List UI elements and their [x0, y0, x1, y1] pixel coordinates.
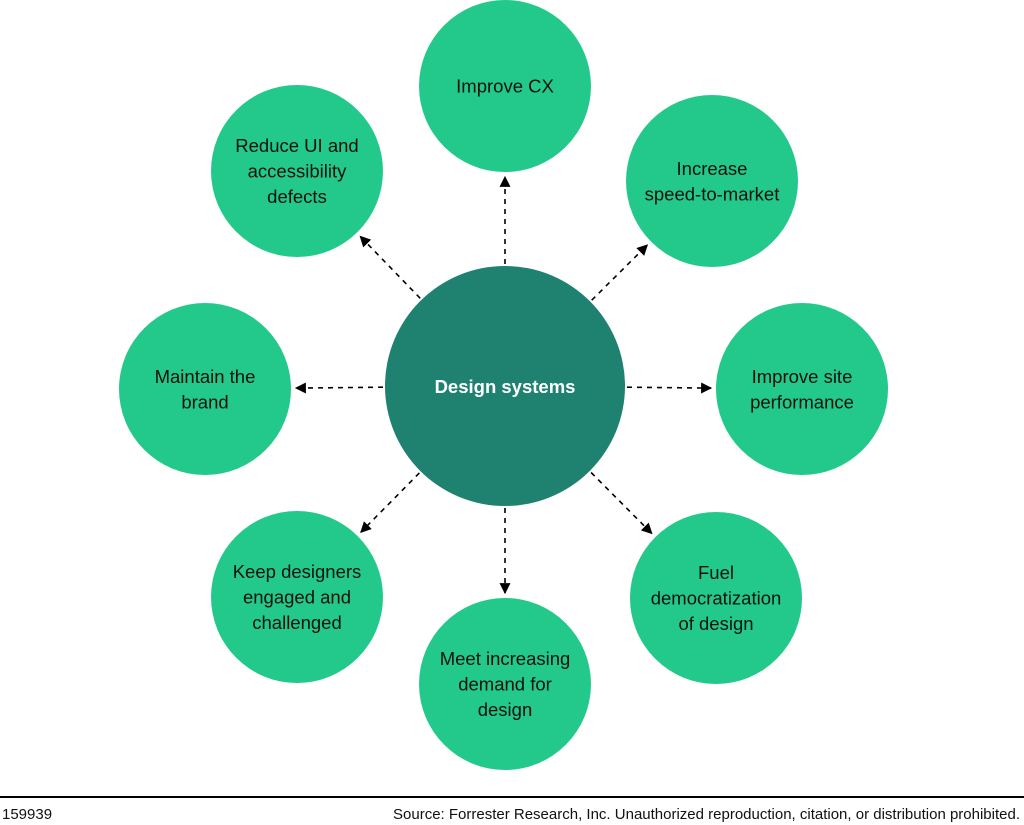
- node-label: design: [478, 699, 533, 720]
- node-label: democratization: [651, 588, 782, 609]
- node-circle: [716, 303, 888, 475]
- node-label: Improve CX: [456, 76, 554, 97]
- arrow-fuel-democratization: [590, 471, 653, 535]
- node-fuel-democratization: Fuel democratization of design: [630, 512, 802, 684]
- node-label: Improve site: [752, 366, 853, 387]
- node-label: accessibility: [248, 161, 347, 182]
- outcome-nodes: Improve CX Increase speed-to-marketImprove…: [119, 0, 888, 770]
- node-label: challenged: [252, 612, 342, 633]
- node-label: Increase: [677, 158, 748, 179]
- design-systems-diagram: Improve CX Increase speed-to-marketImprove…: [119, 0, 888, 770]
- arrow-improve-site-performance: [626, 382, 713, 394]
- node-label: performance: [750, 391, 854, 412]
- node-label: Keep designers: [233, 561, 362, 582]
- center-label: Design systems: [435, 376, 576, 397]
- node-circle: [419, 598, 591, 770]
- node-reduce-ui-defects: Reduce UI and accessibility defects: [211, 85, 383, 257]
- arrow-maintain-the-brand: [294, 382, 384, 394]
- node-label: of design: [678, 613, 753, 634]
- source-note: Source: Forrester Research, Inc. Unautho…: [393, 806, 1020, 823]
- node-improve-cx: Improve CX: [419, 0, 591, 172]
- arrow-keep-designers-engaged: [360, 472, 420, 533]
- node-increase-speed-to-market: Increase speed-to-market: [626, 95, 798, 267]
- node-label: demand for: [458, 674, 552, 695]
- node-improve-site-performance: Improve site performance: [716, 303, 888, 475]
- arrows-layer: [294, 175, 713, 595]
- node-label: Fuel: [698, 562, 734, 583]
- node-maintain-the-brand: Maintain the brand: [119, 303, 291, 475]
- node-circle: [211, 85, 383, 257]
- node-label: defects: [267, 186, 327, 207]
- node-label: speed-to-market: [645, 183, 780, 204]
- node-meet-increasing-demand: Meet increasing demand for design: [419, 598, 591, 770]
- arrow-increase-speed-to-market: [591, 244, 649, 301]
- node-circle: [419, 0, 591, 172]
- node-label: brand: [181, 391, 228, 412]
- figure-id: 159939: [2, 806, 53, 823]
- node-circle: [630, 512, 802, 684]
- node-circle: [211, 511, 383, 683]
- center-node: Design systems: [385, 266, 625, 506]
- footer-divider: [0, 796, 1024, 798]
- node-label: engaged and: [243, 587, 351, 608]
- node-keep-designers-engaged: Keep designers engaged and challenged: [211, 511, 383, 683]
- node-circle: [626, 95, 798, 267]
- node-label: Reduce UI and: [235, 135, 358, 156]
- node-label: Meet increasing: [440, 648, 571, 669]
- center-circle: [385, 266, 625, 506]
- arrow-reduce-ui-defects: [359, 235, 421, 299]
- node-circle: [119, 303, 291, 475]
- node-label: Maintain the: [155, 366, 256, 387]
